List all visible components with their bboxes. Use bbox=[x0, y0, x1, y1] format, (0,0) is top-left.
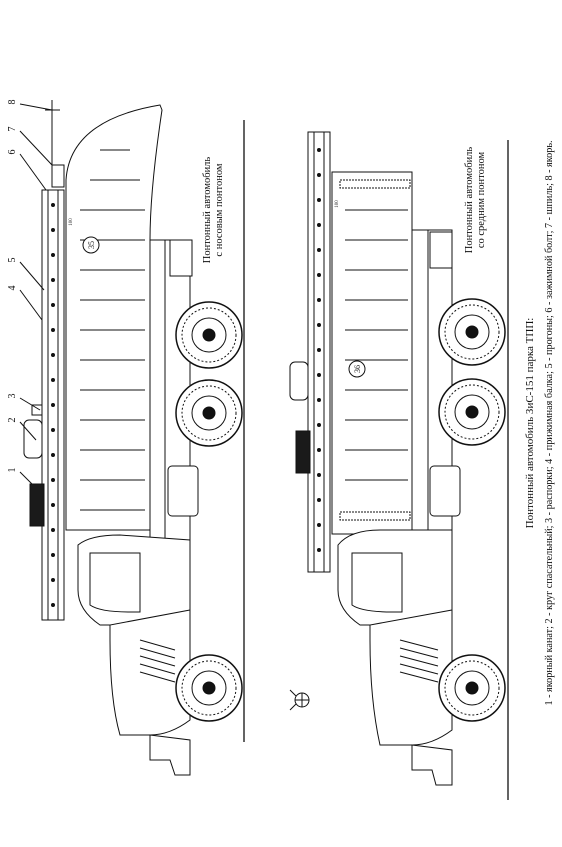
callout-4: 4 bbox=[7, 286, 18, 291]
bottom-pontoon-ribs bbox=[345, 209, 408, 481]
top-pontoon-body bbox=[65, 104, 163, 531]
callout-7: 7 bbox=[7, 127, 18, 132]
callout-2: 2 bbox=[7, 418, 18, 423]
bottom-vehicle: 36 100 bbox=[289, 131, 509, 800]
top-hood bbox=[109, 609, 191, 736]
callout-1: 1 bbox=[7, 468, 18, 473]
bottom-pontoon-end-fore bbox=[339, 179, 411, 189]
top-vehicle-label-line2: с носовым понтоном bbox=[214, 163, 225, 256]
bottom-hood bbox=[369, 609, 453, 746]
top-pontoon-number-circle bbox=[82, 236, 100, 254]
top-rear-wheel-2 bbox=[175, 379, 243, 447]
bottom-front-winch bbox=[411, 744, 453, 786]
callout-5: 5 bbox=[7, 258, 18, 263]
callout-6: 6 bbox=[7, 150, 18, 155]
top-hood-louvers bbox=[139, 639, 176, 683]
bottom-pontoon-number-circle bbox=[348, 360, 366, 378]
top-vehicle: 35 100 bbox=[19, 100, 245, 776]
top-pontoon-ribs bbox=[80, 149, 145, 511]
bottom-front-wheel bbox=[438, 654, 506, 722]
bottom-cab-window bbox=[351, 552, 403, 613]
bottom-rear-wheel-2 bbox=[438, 378, 506, 446]
bottom-pontoon-number: 36 bbox=[353, 365, 362, 373]
caption-legend: 1 - якорный канат; 2 - круг спасательный… bbox=[544, 140, 555, 705]
bottom-pontoon-body bbox=[331, 171, 413, 535]
top-life-buoy bbox=[23, 419, 43, 459]
bottom-fuel-tank bbox=[429, 465, 461, 517]
bottom-hood-louvers bbox=[399, 639, 439, 683]
bottom-scale-mark: 100 bbox=[335, 200, 340, 208]
top-rail-holes bbox=[51, 203, 55, 607]
top-windlass bbox=[51, 164, 65, 188]
top-front-winch bbox=[149, 734, 191, 776]
top-fuel-tank bbox=[167, 465, 199, 517]
callout-3: 3 bbox=[7, 394, 18, 399]
top-anchor-rope-box bbox=[29, 483, 45, 527]
top-vehicle-label-line1: Понтонный автомобиль bbox=[202, 157, 213, 264]
bottom-rail-holes bbox=[317, 148, 321, 552]
top-callouts bbox=[19, 103, 53, 485]
top-rear-wheel-1 bbox=[175, 301, 243, 369]
callout-8: 8 bbox=[7, 100, 18, 105]
top-rear-bumper bbox=[169, 239, 193, 277]
top-scale-mark: 100 bbox=[69, 218, 74, 226]
top-callout-labels: 1 2 3 4 5 6 7 8 bbox=[7, 100, 18, 473]
emblem-icon bbox=[289, 689, 310, 711]
caption-title: Понтонный автомобиль ЗиС-151 парка ТПП: bbox=[524, 318, 536, 529]
bottom-vehicle-label-line2: со средним понтоном bbox=[476, 151, 487, 248]
bottom-life-buoy bbox=[289, 361, 309, 401]
bottom-rear-wheel-1 bbox=[438, 298, 506, 366]
bottom-pontoon-end-aft bbox=[339, 511, 411, 521]
bottom-rear-bumper bbox=[429, 231, 453, 269]
top-pontoon-number: 35 bbox=[87, 241, 96, 249]
top-cab-window bbox=[89, 552, 141, 613]
bottom-vehicle-label-line1: Понтонный автомобиль bbox=[464, 147, 475, 254]
bottom-anchor-rope-box bbox=[295, 430, 311, 474]
top-front-wheel bbox=[175, 654, 243, 722]
